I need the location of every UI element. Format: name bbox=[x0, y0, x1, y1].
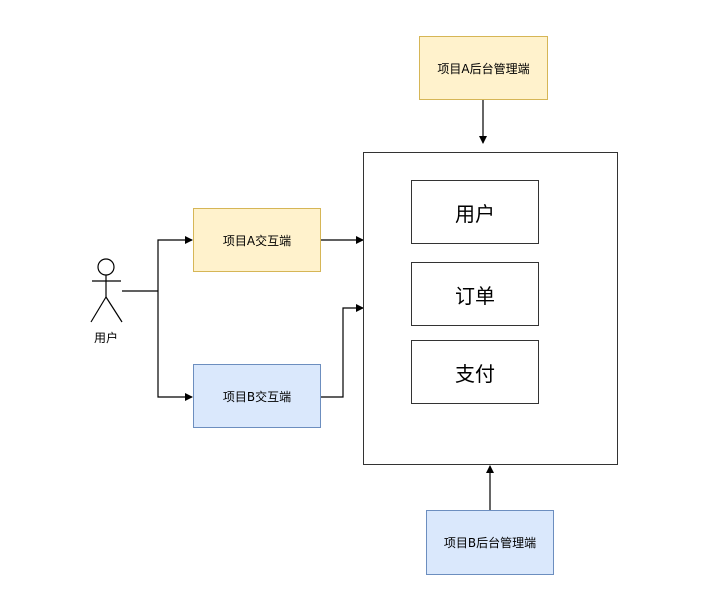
admin-a-label: 项目A后台管理端 bbox=[437, 61, 530, 76]
client-a-box: 项目A交互端 bbox=[193, 208, 321, 272]
admin-b-label: 项目B后台管理端 bbox=[443, 536, 537, 550]
connector-client-b-to-system bbox=[321, 304, 364, 398]
connector-user-to-client-b bbox=[157, 291, 193, 401]
client-a-label: 项目A交互端 bbox=[222, 233, 292, 248]
client-b-box: 项目B交互端 bbox=[193, 364, 321, 428]
module-payment-label: 支付 bbox=[455, 361, 495, 386]
module-user-label: 用户 bbox=[455, 201, 495, 226]
admin-a-box: 项目A后台管理端 bbox=[419, 36, 548, 100]
connector-user-to-client-a bbox=[157, 236, 193, 291]
user-actor-icon bbox=[90, 258, 123, 323]
module-order-label: 订单 bbox=[455, 283, 495, 308]
module-payment: 支付 bbox=[411, 340, 539, 404]
module-user: 用户 bbox=[411, 180, 539, 244]
admin-b-box: 项目B后台管理端 bbox=[426, 510, 554, 575]
client-b-label: 项目B交互端 bbox=[222, 389, 292, 404]
user-actor-label: 用户 bbox=[93, 331, 118, 345]
module-order: 订单 bbox=[411, 262, 539, 326]
